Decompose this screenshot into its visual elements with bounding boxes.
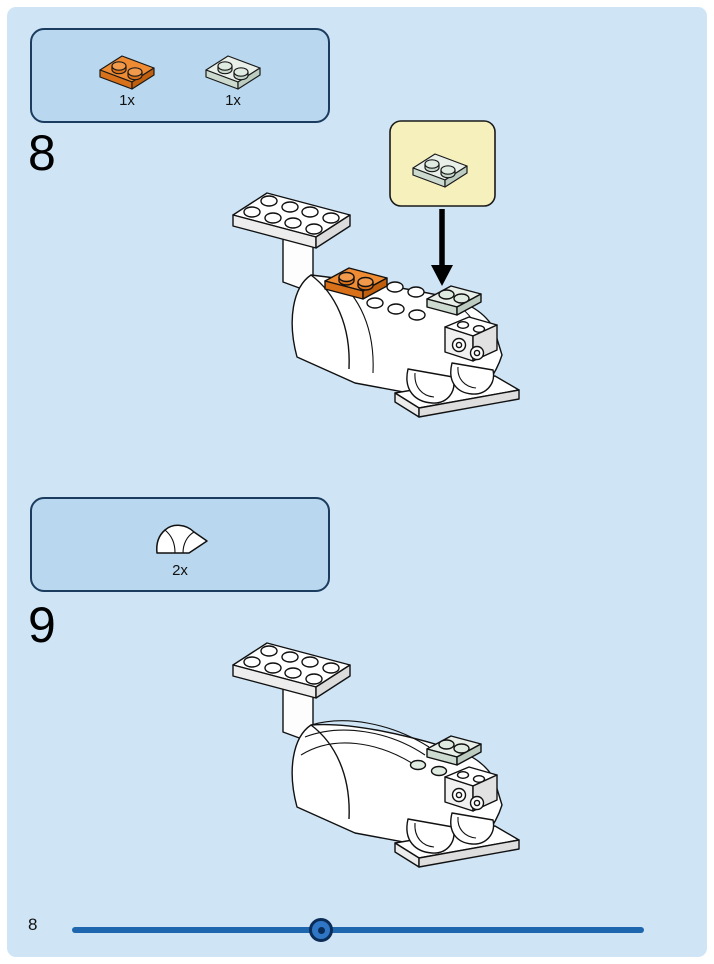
head-assembly bbox=[444, 316, 498, 362]
curved-feet bbox=[406, 812, 495, 854]
part-count-label: 2x bbox=[172, 561, 188, 579]
progress-bar[interactable] bbox=[72, 927, 644, 933]
step9-assembly-illustration bbox=[232, 642, 520, 868]
back-plate bbox=[232, 642, 351, 699]
part-item-mint-plate: 1x bbox=[198, 43, 268, 109]
mint-plate-on-model bbox=[426, 285, 482, 316]
back-plate bbox=[232, 192, 351, 249]
page-number: 8 bbox=[28, 915, 38, 934]
lego-model-step9 bbox=[232, 642, 520, 868]
part-item-orange-plate: 1x bbox=[92, 43, 162, 109]
progress-knob[interactable] bbox=[309, 918, 333, 942]
mint-plate-on-model bbox=[426, 735, 482, 766]
step8-number: 8 bbox=[28, 125, 56, 181]
step8-callout-box bbox=[389, 120, 496, 207]
progress-knob-dot bbox=[317, 926, 325, 934]
white-studs bbox=[366, 281, 426, 321]
orange-plate-on-model bbox=[324, 267, 388, 300]
step9-number: 9 bbox=[28, 597, 56, 653]
mint-plate-icon bbox=[205, 54, 261, 90]
step8-parts-box: 1x 1x bbox=[30, 28, 330, 123]
step9-parts-box: 2x bbox=[30, 497, 330, 592]
mint-plate-callout-icon bbox=[412, 153, 468, 188]
down-arrow-icon bbox=[431, 209, 453, 286]
part-count-label: 1x bbox=[225, 91, 241, 109]
curved-feet bbox=[406, 362, 495, 404]
part-item-curved-slope: 2x bbox=[143, 511, 218, 579]
head-assembly bbox=[444, 766, 498, 812]
mint-studs-front bbox=[409, 759, 448, 777]
instruction-page: 1x 1x 8 bbox=[7, 7, 707, 957]
curved-slope-icon bbox=[155, 524, 208, 554]
orange-plate-icon bbox=[99, 54, 155, 90]
step8-assembly-illustration bbox=[232, 120, 520, 418]
part-count-label: 1x bbox=[119, 91, 135, 109]
lego-model-step8 bbox=[232, 192, 520, 418]
